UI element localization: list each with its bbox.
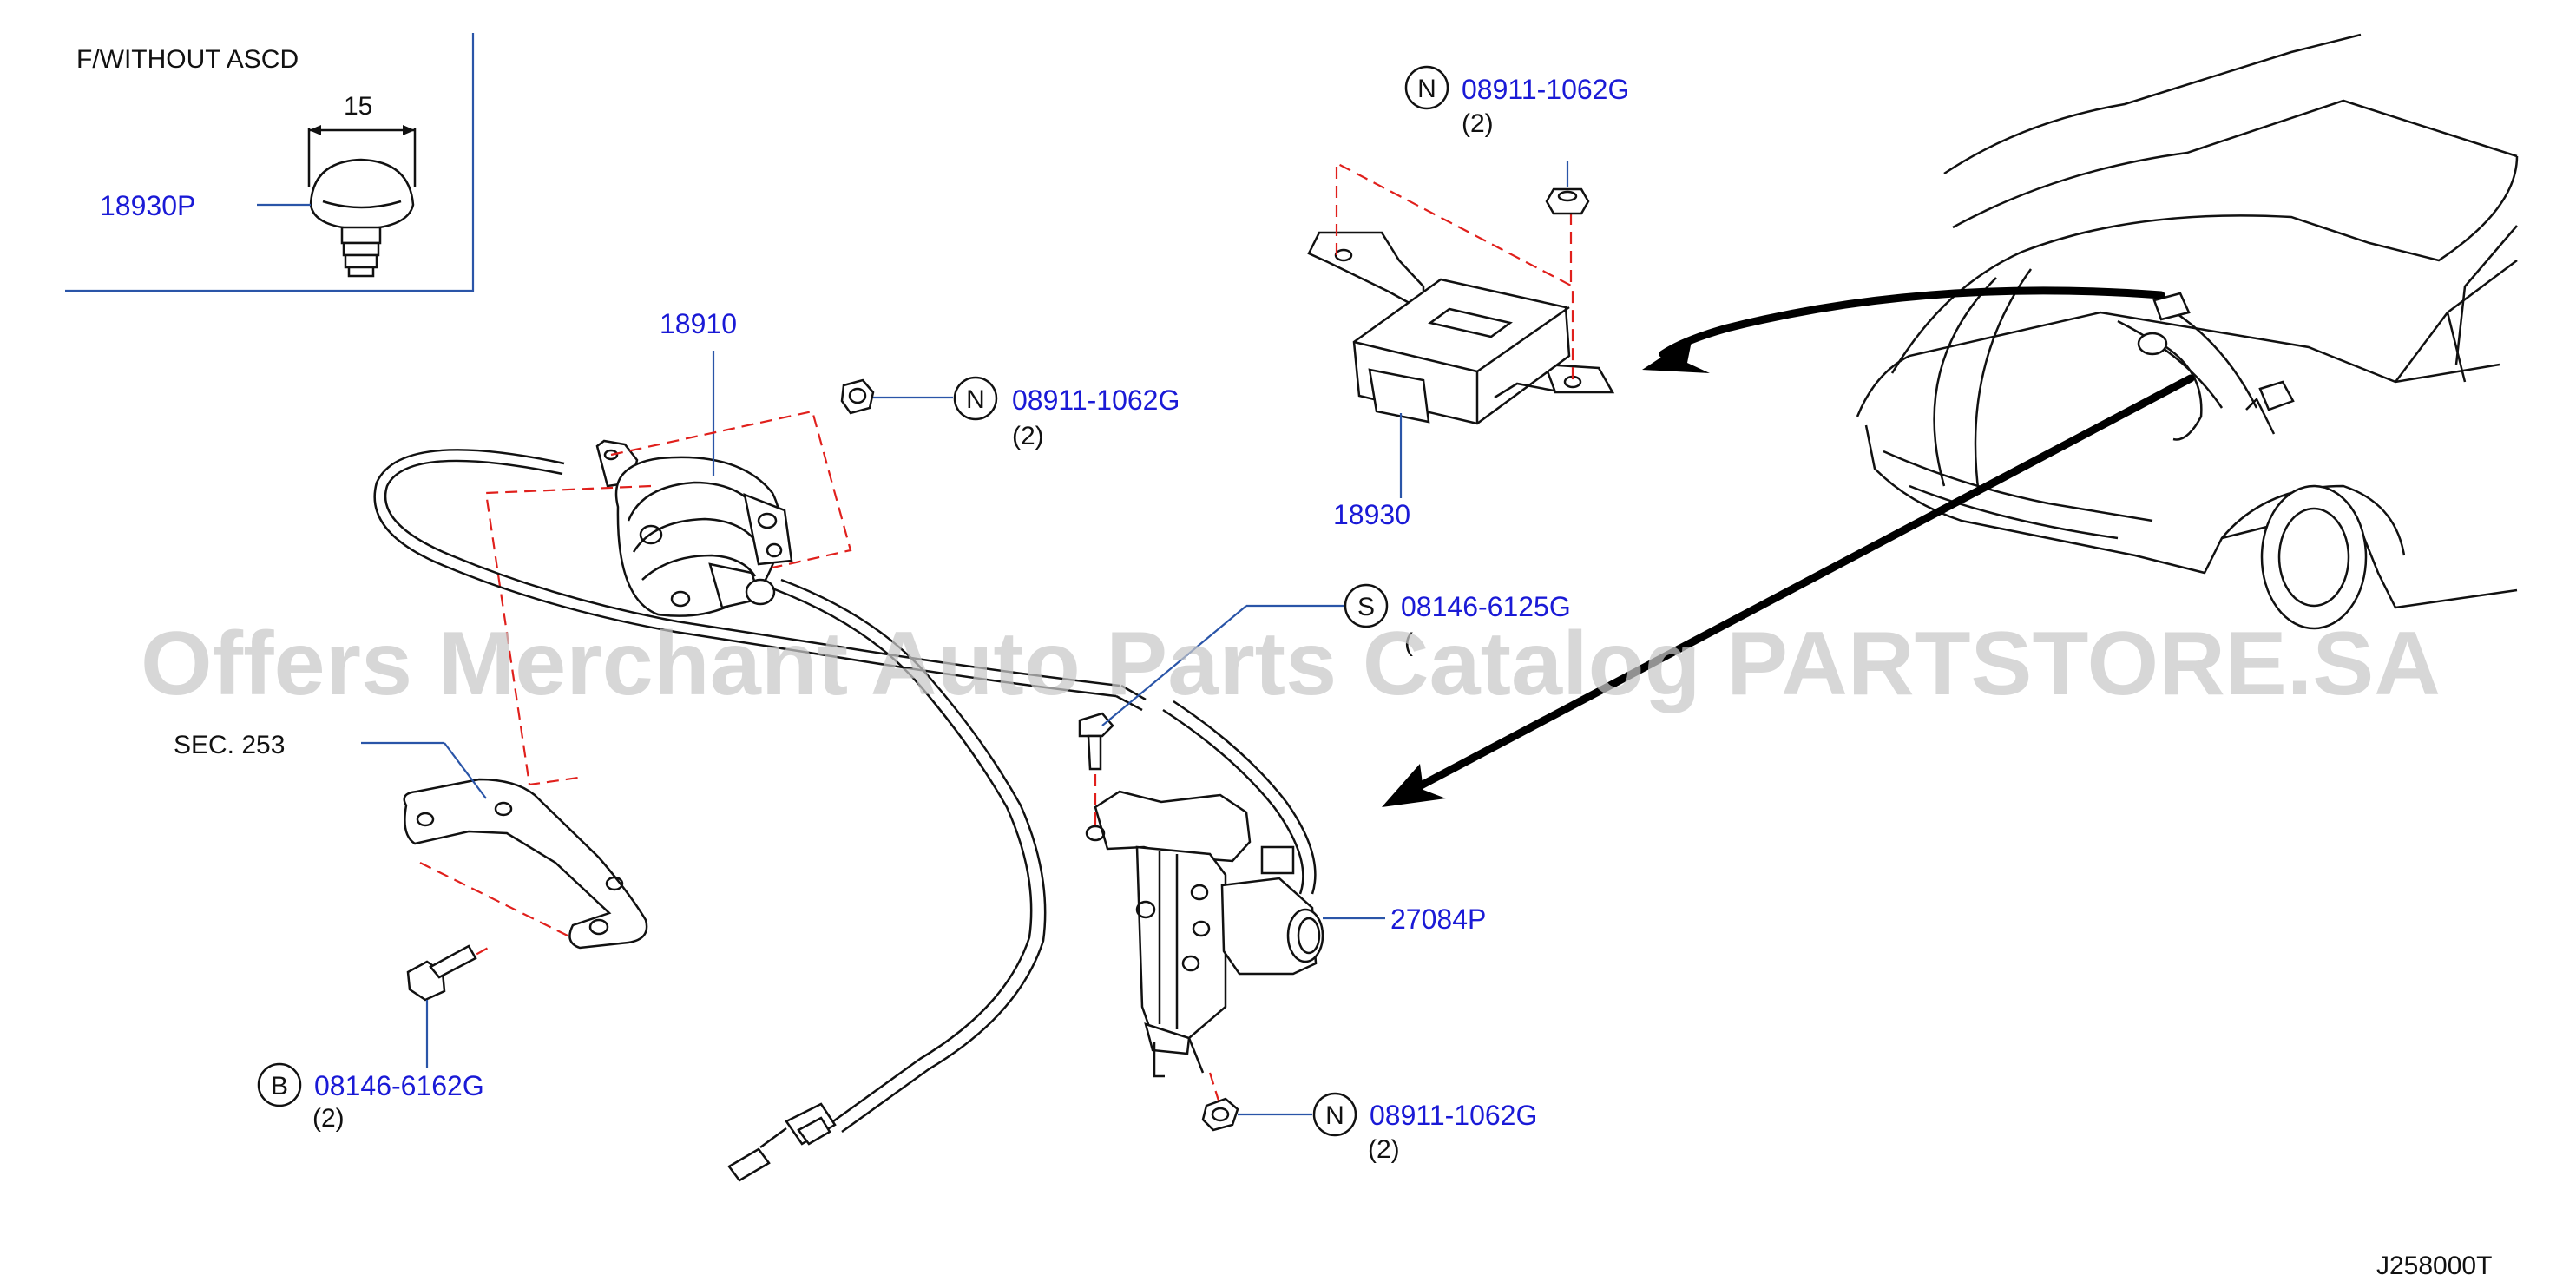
bracket-body bbox=[403, 778, 648, 950]
inset-part-number[interactable]: 18930P bbox=[100, 190, 195, 221]
pump-part-number[interactable]: 27084P bbox=[1390, 904, 1486, 935]
inset-panel: F/WITHOUT ASCD 15 18930P bbox=[65, 33, 475, 292]
svg-text:08911-1062G: 08911-1062G bbox=[1462, 74, 1629, 105]
cable-main-b bbox=[780, 578, 1047, 1134]
car-front-wheel bbox=[2260, 484, 2368, 630]
bracket-ref-label[interactable]: SEC. 253 bbox=[174, 731, 285, 759]
inset-dimension: 15 bbox=[344, 92, 372, 121]
vehicle-location-illustration bbox=[1856, 33, 2519, 630]
bracket-dashed-guide bbox=[484, 484, 652, 786]
arrow-to-controller bbox=[1659, 286, 2165, 358]
svg-text:(2): (2) bbox=[1462, 109, 1494, 138]
controller-18930: 18930 bbox=[1307, 161, 1615, 530]
bracket-sec-253: SEC. 253 bbox=[174, 731, 648, 950]
actuator-18910: 18910 bbox=[595, 308, 793, 617]
dimension-arrows bbox=[309, 125, 415, 135]
cable-end-tip bbox=[727, 1147, 771, 1182]
svg-text:(2): (2) bbox=[1012, 422, 1044, 450]
nut-controller-icon bbox=[1545, 187, 1590, 215]
inset-border bbox=[65, 33, 475, 292]
bracket-dashed-diag bbox=[419, 862, 568, 936]
arrow-to-pump bbox=[1405, 374, 2195, 796]
cable-loop-inner bbox=[373, 449, 1117, 698]
svg-text:N: N bbox=[1417, 75, 1436, 103]
nut-pump-icon bbox=[1201, 1097, 1239, 1132]
svg-text:N: N bbox=[966, 385, 985, 414]
arrow-head-pump bbox=[1382, 764, 1446, 807]
svg-text:(: ( bbox=[1404, 628, 1413, 657]
svg-text:S: S bbox=[1357, 593, 1375, 621]
pump-top-bracket bbox=[1094, 790, 1252, 863]
bolt-bracket-icon bbox=[406, 944, 477, 1002]
nut-actuator-icon bbox=[840, 378, 875, 415]
cable-to-pump bbox=[1162, 708, 1304, 895]
inset-title: F/WITHOUT ASCD bbox=[76, 45, 299, 74]
pump-body bbox=[1135, 845, 1227, 1043]
controller-dashed-guide bbox=[1335, 161, 1574, 382]
car-actuator-location bbox=[2137, 332, 2168, 356]
screw-pump-icon bbox=[1078, 712, 1114, 771]
cable-main-a bbox=[772, 587, 1033, 1123]
actuator-dashed-guide bbox=[610, 410, 852, 569]
screw-pump-callout[interactable]: S 08146-6125G ( bbox=[1344, 583, 1571, 657]
controller-bracket-tab bbox=[1307, 231, 1425, 313]
car-controller-location bbox=[2152, 292, 2191, 321]
grommet-plug-icon bbox=[309, 158, 415, 278]
nut-controller-callout[interactable]: N 08911-1062G (2) bbox=[1404, 65, 1629, 138]
nut-pump-callout[interactable]: N 08911-1062G (2) bbox=[1312, 1092, 1537, 1164]
cable-loop-outer bbox=[384, 459, 1120, 687]
accelerator-cables bbox=[373, 449, 1317, 1182]
screw-pump-leader bbox=[1101, 605, 1247, 726]
svg-text:08911-1062G: 08911-1062G bbox=[1370, 1100, 1537, 1131]
svg-text:08911-1062G: 08911-1062G bbox=[1012, 384, 1180, 416]
controller-part-number[interactable]: 18930 bbox=[1333, 499, 1410, 530]
svg-text:08146-6125G: 08146-6125G bbox=[1401, 591, 1571, 622]
arrow-head-controller bbox=[1642, 337, 1710, 373]
svg-text:B: B bbox=[271, 1072, 288, 1101]
actuator-part-number[interactable]: 18910 bbox=[660, 308, 737, 339]
watermark-text: Offers Merchant Auto Parts Catalog PARTS… bbox=[141, 614, 2441, 714]
svg-text:N: N bbox=[1325, 1101, 1344, 1130]
svg-text:08146-6162G: 08146-6162G bbox=[314, 1070, 484, 1101]
bolt-bracket-callout[interactable]: B 08146-6162G (2) bbox=[257, 1062, 484, 1133]
nut-actuator-callout[interactable]: N 08911-1062G (2) bbox=[953, 376, 1180, 450]
pump-dashed-down bbox=[1208, 1072, 1220, 1101]
car-windshield-top bbox=[1943, 33, 2362, 175]
svg-text:(2): (2) bbox=[312, 1104, 345, 1133]
diagram-code: J258000T bbox=[2376, 1252, 2492, 1280]
svg-text:(2): (2) bbox=[1368, 1135, 1400, 1164]
pump-27084p: 27084P bbox=[1085, 790, 1486, 1078]
controller-connector bbox=[1368, 368, 1430, 424]
